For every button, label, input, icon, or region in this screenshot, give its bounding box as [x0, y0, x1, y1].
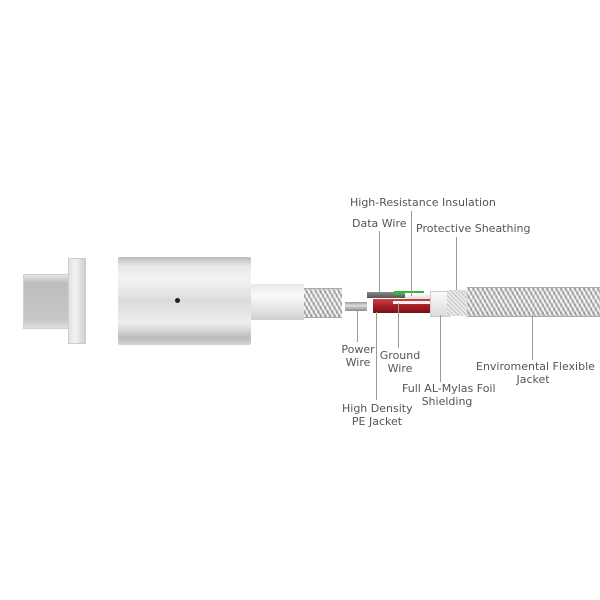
label-foil-line2: Shielding — [421, 395, 473, 408]
label-pe-jacket: High Density PE Jacket — [342, 402, 413, 428]
label-env-jacket-line2: Jacket — [516, 373, 550, 386]
leader-line-data-wire — [379, 231, 380, 293]
braided-jacket-segment-left — [304, 288, 342, 318]
leader-line-power — [357, 310, 358, 342]
high-resistance-insulation-white — [405, 293, 445, 299]
ground-wire — [393, 301, 433, 304]
leader-line-pe-jacket — [376, 312, 377, 400]
data-wire-grey — [367, 292, 407, 298]
label-pe-jacket-line2: PE Jacket — [351, 415, 403, 428]
leader-line-env-jacket — [532, 315, 533, 360]
label-power-wire-line1: Power — [341, 343, 375, 356]
label-ground-wire-line2: Wire — [387, 362, 413, 375]
enviromental-flexible-jacket — [467, 287, 600, 317]
label-enviromental-flexible-jacket: Enviromental Flexible Jacket — [476, 360, 595, 386]
label-ground-wire: Ground Wire — [378, 349, 422, 375]
power-wire-conductor — [345, 302, 367, 311]
label-power-wire: Power Wire — [339, 343, 377, 369]
label-data-wire: Data Wire — [352, 217, 407, 230]
usb-c-tip-flange — [68, 258, 86, 344]
label-ground-wire-line1: Ground — [379, 349, 421, 362]
leader-line-ground — [398, 303, 399, 348]
label-foil-line1: Full AL-Mylas Foil — [402, 382, 496, 395]
label-foil-shielding: Full AL-Mylas Foil Shielding — [402, 382, 496, 408]
label-pe-jacket-line1: High Density — [342, 402, 413, 415]
leader-line-high-resistance — [411, 211, 412, 296]
leader-line-protective — [456, 237, 457, 290]
protective-sheathing — [447, 290, 467, 316]
strain-relief — [251, 284, 304, 320]
magnetic-connector-housing — [118, 257, 251, 345]
label-power-wire-line2: Wire — [345, 356, 371, 369]
led-indicator-dot — [175, 298, 180, 303]
label-high-resistance-insulation: High-Resistance Insulation — [350, 196, 496, 209]
label-env-jacket-line1: Enviromental Flexible — [476, 360, 595, 373]
leader-line-foil — [440, 315, 441, 382]
usb-c-plug-body — [23, 274, 72, 329]
label-protective-sheathing: Protective Sheathing — [416, 222, 531, 235]
